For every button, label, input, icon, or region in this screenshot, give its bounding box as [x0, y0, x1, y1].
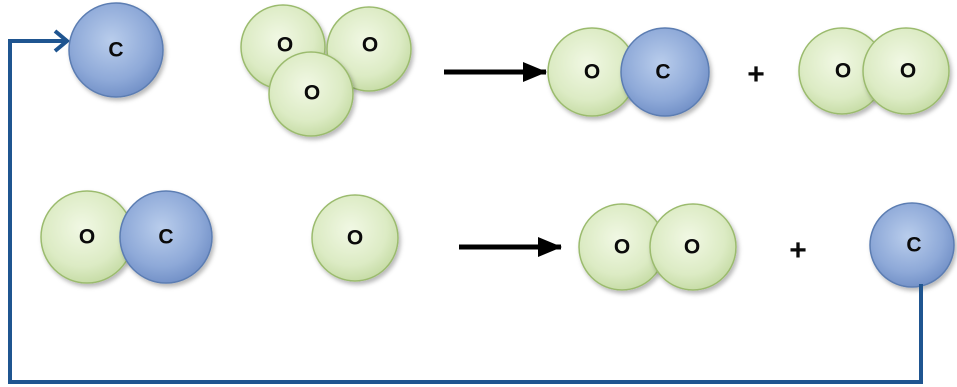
reaction-2: O C O O O + C [40, 190, 955, 291]
oxygen-atom [311, 194, 399, 282]
reaction-2-carbon-monoxide: O C [40, 190, 213, 284]
oxygen-label: O [347, 227, 363, 250]
cycle-arrow-head [53, 29, 71, 53]
cycle-arrow [8, 29, 923, 384]
oxygen-label: O [835, 60, 851, 83]
oxygen-atom [326, 6, 412, 92]
carbon-label: C [906, 234, 921, 257]
carbon-atom [620, 27, 710, 117]
reaction-2-oxygen: O [311, 194, 399, 282]
reaction-1: C O O O O C + O O [68, 2, 950, 137]
oxygen-label: O [584, 61, 600, 84]
carbon-atom [68, 2, 164, 98]
reaction-1-carbon-monoxide: O C [547, 27, 710, 117]
plus-sign: + [747, 58, 765, 91]
oxygen-atom [268, 51, 354, 137]
oxygen-label: O [614, 236, 630, 259]
oxygen-label: O [277, 34, 293, 57]
oxygen-label: O [304, 82, 320, 105]
reaction-2-dioxygen: O O [578, 203, 737, 291]
carbon-label: C [655, 61, 670, 84]
carbon-atom [119, 190, 213, 284]
plus-sign: + [789, 234, 807, 267]
oxygen-label: O [900, 60, 916, 83]
reaction-2-carbon: C [869, 202, 955, 288]
reaction-1-carbon: C [68, 2, 164, 98]
reaction-1-dioxygen: O O [798, 27, 950, 115]
oxygen-atom [862, 27, 950, 115]
cycle-arrow-line [8, 39, 923, 384]
oxygen-label: O [79, 226, 95, 249]
carbon-label: C [108, 39, 123, 62]
carbon-atom [869, 202, 955, 288]
carbon-label: C [158, 226, 173, 249]
oxygen-label: O [362, 34, 378, 57]
oxygen-label: O [684, 236, 700, 259]
oxygen-atom [649, 203, 737, 291]
reaction-1-ozone: O O O [240, 4, 412, 137]
